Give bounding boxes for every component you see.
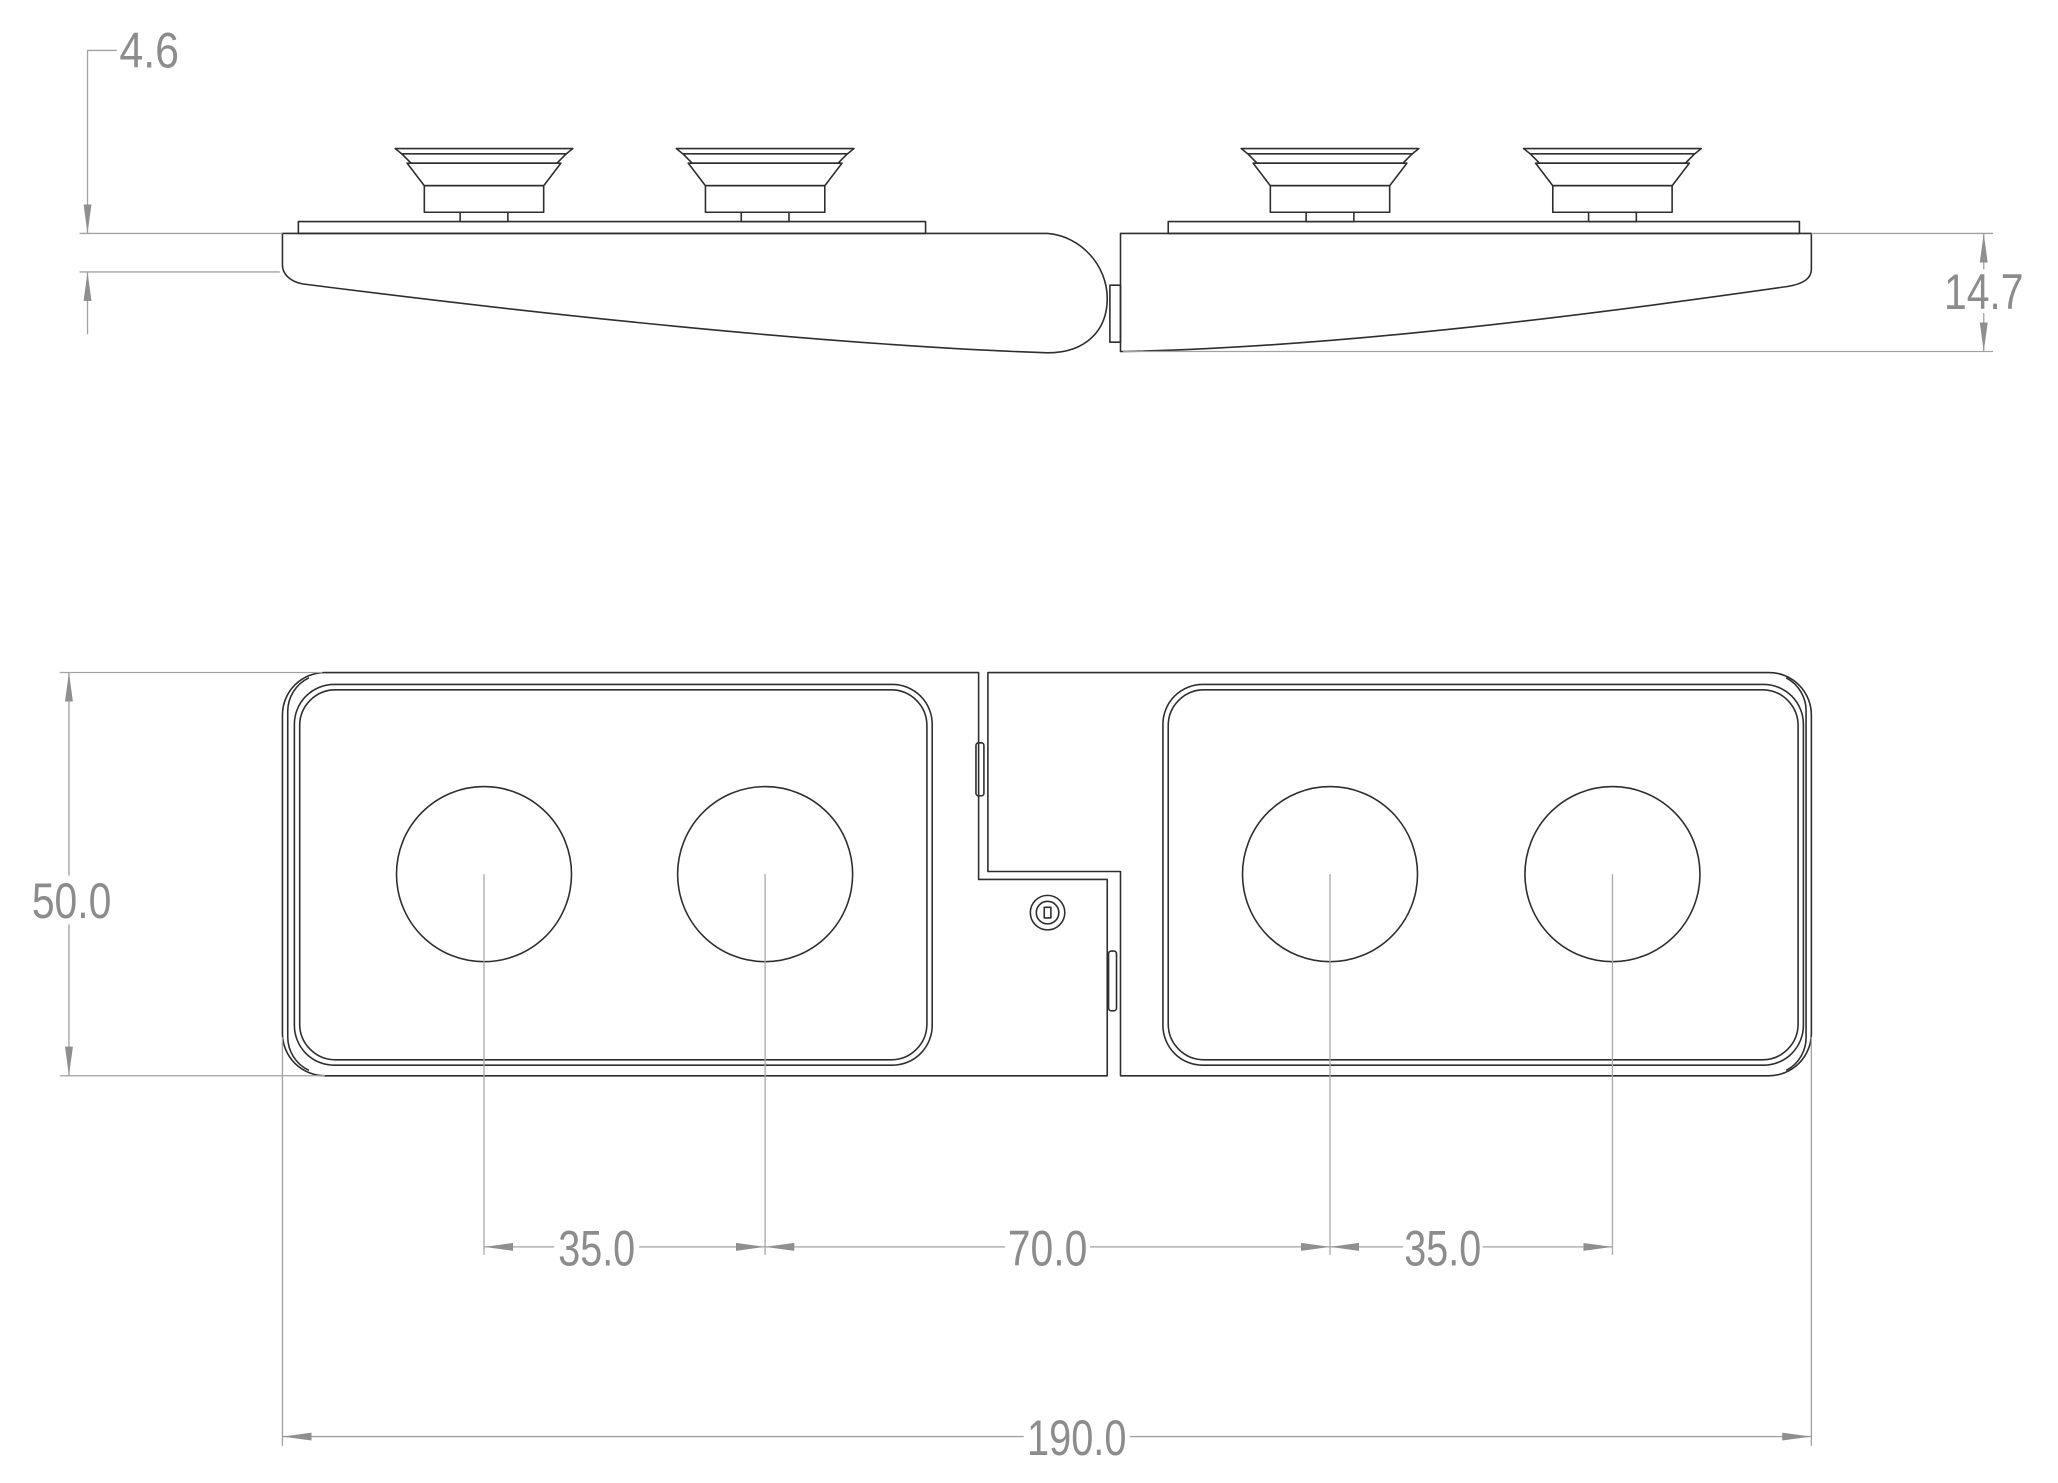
hinge-slot-upper xyxy=(975,742,985,797)
dimension-label-cup-offset: 4.6 xyxy=(119,22,179,79)
suction-cup-side-1 xyxy=(394,147,574,223)
left-pad-recess-inner xyxy=(298,688,928,1061)
suction-cup-skirt xyxy=(682,153,849,164)
suction-cup-stem xyxy=(1587,211,1638,223)
dimension-body-thickness: 14.7 xyxy=(1123,232,2024,353)
suction-cup-base xyxy=(704,184,826,214)
suction-cup-base xyxy=(1269,184,1391,214)
hinge-pin xyxy=(1029,894,1066,931)
right-pad-recess-outer xyxy=(1162,683,1805,1066)
side-view xyxy=(281,147,1813,354)
left-body-side-profile xyxy=(281,232,1109,354)
suction-cup-skirt xyxy=(1246,153,1414,164)
dimension-cup-spacing-right: 35.0 xyxy=(1330,1219,1613,1276)
dimension-leader xyxy=(83,49,117,234)
right-mounting-plate xyxy=(1167,220,1801,235)
right-body-edge-line xyxy=(1785,677,1807,1072)
dimension-label-width: 50.0 xyxy=(32,872,112,929)
left-pad-recess-outer xyxy=(293,683,933,1066)
suction-cup-base xyxy=(423,184,545,214)
dimensions: 4.6 14.7 50.0 35.0 70.0 xyxy=(32,22,2024,1467)
suction-cup-side-2 xyxy=(675,147,855,223)
right-body-plan-outline xyxy=(987,671,1813,1077)
dimension-width: 50.0 xyxy=(32,671,325,1077)
dimension-overall-length: 190.0 xyxy=(281,1037,1813,1466)
right-body-side-profile xyxy=(1119,232,1813,353)
suction-cup-side-4 xyxy=(1522,147,1703,223)
suction-cup-body xyxy=(687,162,843,187)
hinge-pin-outer xyxy=(1029,894,1066,931)
dimension-label-cup-spacing-center: 70.0 xyxy=(1008,1219,1088,1276)
hinge-pin-inner xyxy=(1035,900,1060,925)
dimension-cup-spacing-left: 35.0 xyxy=(484,1219,766,1276)
suction-cup-body xyxy=(406,162,562,187)
dimension-label-cup-spacing-right: 35.0 xyxy=(1404,1219,1481,1276)
hinge-tab-side xyxy=(1109,284,1122,344)
hinge-pin-slot xyxy=(1043,906,1052,919)
suction-cup-body xyxy=(1252,162,1408,187)
dimension-label-body-thickness: 14.7 xyxy=(1944,263,2024,320)
left-body-plan-outline xyxy=(281,671,1109,1077)
right-pad-recess-inner xyxy=(1167,688,1799,1061)
dimension-label-cup-spacing-left: 35.0 xyxy=(558,1219,635,1276)
left-body-edge-line xyxy=(286,677,310,1072)
suction-cup-side-3 xyxy=(1240,147,1420,223)
dimension-label-overall-length: 190.0 xyxy=(1027,1409,1126,1466)
hinge-slot-lower xyxy=(1107,950,1118,1012)
suction-cup-skirt xyxy=(1529,153,1696,164)
left-mounting-plate xyxy=(297,220,927,235)
suction-cup-stem xyxy=(459,211,509,223)
suction-cup-stem xyxy=(1305,211,1355,223)
plan-view xyxy=(281,671,1813,1255)
dimension-cup-spacing-center: 70.0 xyxy=(765,1219,1331,1276)
suction-cup-skirt xyxy=(400,153,568,164)
suction-cup-body xyxy=(1534,162,1691,187)
dimension-cup-offset: 4.6 xyxy=(79,22,283,335)
suction-cup-stem xyxy=(740,211,790,223)
suction-cup-base xyxy=(1551,184,1673,214)
